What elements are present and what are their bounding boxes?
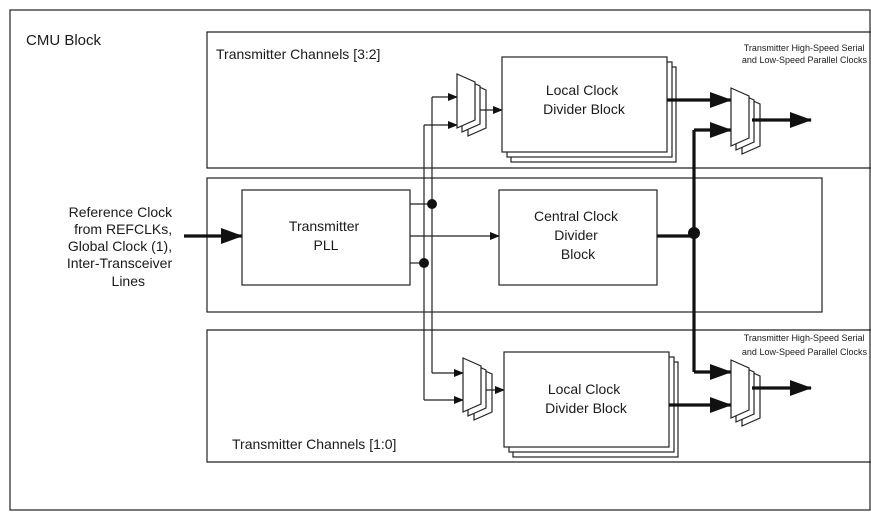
- local-divider-bottom-box: [503, 351, 670, 448]
- local-divider-top-line-1: Local Clock: [546, 82, 619, 98]
- ref-clock-line-4: Inter-Transceiver: [67, 255, 173, 271]
- local-divider-bottom-stack: [503, 351, 679, 458]
- ref-clock-line-2: from REFCLKs,: [74, 221, 172, 237]
- clock-note-bottom-line-1: Transmitter High-Speed Serial: [744, 333, 865, 343]
- central-junction: [688, 227, 700, 239]
- clock-note-bottom-line-2: and Low-Speed Parallel Clocks: [742, 347, 868, 357]
- local-divider-top-label: Local Clock Divider Block: [543, 82, 626, 117]
- cmu-block-frame: [9, 9, 871, 511]
- central-divider-box: [498, 189, 658, 286]
- central-region: [206, 177, 823, 313]
- tx-channels-bottom-label: Transmitter Channels [1:0]: [232, 436, 396, 452]
- top-output-mux: [730, 87, 761, 155]
- local-divider-bottom-line-2: Divider Block: [545, 400, 628, 416]
- tx-channels-top-region: [206, 31, 871, 169]
- central-divider-line-2: Divider: [554, 227, 598, 243]
- transmitter-pll-box: [241, 189, 411, 286]
- top-input-mux: [456, 73, 487, 137]
- clock-note-bottom: Transmitter High-Speed Serial and Low-Sp…: [742, 333, 868, 357]
- local-divider-bottom-line-1: Local Clock: [548, 381, 621, 397]
- ref-clock-line-1: Reference Clock: [69, 204, 173, 220]
- central-divider-label: Central Clock Divider Block: [534, 208, 622, 262]
- local-divider-top-box: [501, 56, 668, 153]
- local-divider-top-stack: [501, 56, 677, 163]
- ref-clock-line-3: Global Clock (1),: [68, 238, 172, 254]
- local-divider-bottom-label: Local Clock Divider Block: [545, 381, 628, 416]
- cmu-block-label: CMU Block: [26, 32, 102, 49]
- clock-note-top: Transmitter High-Speed Serial and Low-Sp…: [742, 43, 868, 65]
- transmitter-pll-line-2: PLL: [314, 237, 339, 253]
- clock-note-top-line-1: Transmitter High-Speed Serial: [744, 43, 865, 53]
- ref-clock-line-5: Lines: [112, 273, 145, 289]
- tx-channels-bottom-region: [206, 329, 871, 463]
- central-divider-line-1: Central Clock: [534, 208, 619, 224]
- local-divider-top-line-2: Divider Block: [543, 101, 626, 117]
- ref-clock-label: Reference Clock from REFCLKs, Global Clo…: [67, 204, 176, 289]
- transmitter-pll-line-1: Transmitter: [289, 218, 360, 234]
- transmitter-pll-label: Transmitter PLL: [289, 218, 363, 253]
- tx-channels-top-label: Transmitter Channels [3:2]: [216, 46, 380, 62]
- central-divider-line-3: Block: [561, 246, 596, 262]
- junction-lower: [419, 258, 429, 268]
- junction-upper: [427, 199, 437, 209]
- clock-note-top-line-2: and Low-Speed Parallel Clocks: [742, 55, 868, 65]
- bottom-input-mux: [462, 357, 493, 421]
- bottom-output-mux: [730, 359, 761, 427]
